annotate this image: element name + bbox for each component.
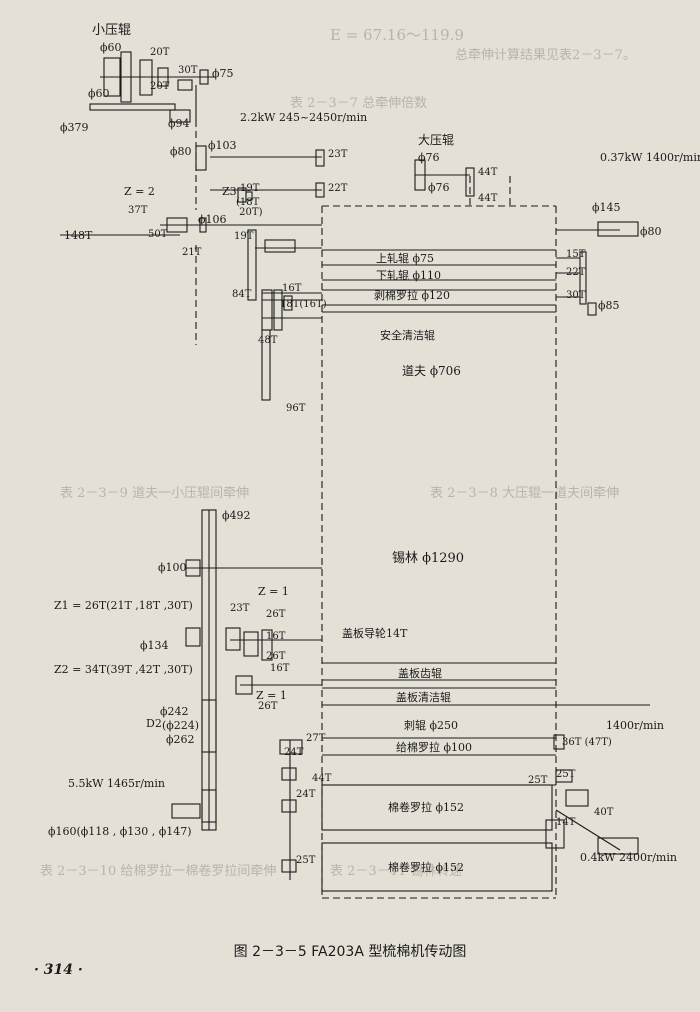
label-doffer: 道夫 ϕ706 bbox=[402, 364, 461, 378]
label-26T-a: 26T bbox=[266, 609, 286, 620]
label-phi60-top: ϕ60 bbox=[100, 41, 122, 54]
label-25T-c: 25T bbox=[296, 855, 316, 866]
label-phi76-a: ϕ76 bbox=[418, 151, 440, 164]
label-flat-guide-wheel: 盖板导轮14T bbox=[342, 627, 408, 640]
ghost-table-b: 表 2－3－9 道夫一小压辊间牵伸 bbox=[60, 486, 250, 501]
label-phi94: ϕ94 bbox=[168, 117, 190, 130]
label-upper-crush-roll: 上轧辊 ϕ75 bbox=[376, 252, 434, 265]
label-motor-0.4kw: 0.4kW 2400r/min bbox=[580, 851, 677, 864]
label-safety-cleaning-roller: 安全清洁辊 bbox=[380, 329, 435, 342]
label-z1-b: Z = 1 bbox=[256, 689, 287, 702]
label-22T: 22T bbox=[328, 183, 348, 194]
label-16T-b: 16T bbox=[266, 631, 286, 642]
label-25T-a: 25T bbox=[528, 775, 548, 786]
label-84T: 84T bbox=[232, 289, 252, 300]
label-phi492: ϕ492 bbox=[222, 509, 251, 522]
label-z1: Z = 1 bbox=[258, 585, 289, 598]
label-30T: 30T bbox=[178, 65, 198, 76]
label-phi379: ϕ379 bbox=[60, 121, 89, 134]
label-phi106: ϕ106 bbox=[198, 213, 227, 226]
label-phi103: ϕ103 bbox=[208, 139, 237, 152]
label-24T-a: 24T bbox=[284, 747, 304, 758]
label-licker-in: 刺辊 ϕ250 bbox=[404, 719, 458, 732]
label-44T-a: 44T bbox=[478, 167, 498, 178]
label-phi80-a: ϕ80 bbox=[170, 145, 192, 158]
label-phi145: ϕ145 bbox=[592, 201, 621, 214]
label-lap-roller-2: 棉卷罗拉 ϕ152 bbox=[388, 861, 464, 874]
label-cylinder: 锡林 ϕ1290 bbox=[392, 551, 465, 566]
label-z2-teeth: Z2 = 34T(39T ,42T ,30T) bbox=[54, 663, 193, 676]
label-23T-b: 23T bbox=[230, 603, 250, 614]
label-d2: D2 bbox=[146, 717, 162, 730]
label-148T: 148T bbox=[64, 229, 93, 242]
label-lap-roller-1: 棉卷罗拉 ϕ152 bbox=[388, 801, 464, 814]
ghost-table-e: 表 2－3－11 锡林转速 bbox=[330, 864, 463, 879]
label-20T-b: 20T bbox=[150, 81, 170, 92]
label-27T: 27T bbox=[306, 733, 326, 744]
label-phi134: ϕ134 bbox=[140, 639, 169, 652]
label-16T-c: 16T bbox=[270, 663, 290, 674]
label-30T-b: 30T bbox=[566, 290, 586, 301]
label-19T-b: 19T bbox=[234, 231, 254, 242]
label-phi85: ϕ85 bbox=[598, 299, 620, 312]
label-flat-gear-roller: 盖板齿辊 bbox=[398, 667, 442, 680]
label-small-press-roller: 小压辊 bbox=[92, 23, 132, 38]
label-big-press-roller: 大压辊 bbox=[418, 133, 455, 147]
label-37T: 37T bbox=[128, 205, 148, 216]
label-19T: 19T bbox=[240, 183, 260, 194]
label-20T-a: 20T bbox=[150, 47, 170, 58]
label-18T-16T: 18T(16T) bbox=[280, 299, 327, 310]
ghost-table-c: 表 2－3－8 大压辊一道夫间牵伸 bbox=[430, 486, 620, 501]
label-40T: 40T bbox=[594, 807, 614, 818]
label-14T: 14T bbox=[556, 817, 576, 828]
label-44T-c: 44T bbox=[312, 773, 332, 784]
label-18T-20T: (18T 20T) bbox=[236, 197, 263, 218]
label-phi160: ϕ160(ϕ118 , ϕ130 , ϕ147) bbox=[48, 825, 192, 838]
label-z1-teeth: Z1 = 26T(21T ,18T ,30T) bbox=[54, 599, 193, 612]
label-22T-b: 22T bbox=[566, 267, 586, 278]
label-23T: 23T bbox=[328, 149, 348, 160]
label-24T-b: 24T bbox=[296, 789, 316, 800]
label-phi80-b: ϕ80 bbox=[640, 225, 662, 238]
figure-caption: 图 2－3－5 FA203A 型梳棉机传动图 bbox=[233, 944, 467, 960]
label-motor-5.5kw: 5.5kW 1465r/min bbox=[68, 777, 165, 790]
label-motor-2.2kw: 2.2kW 245~2450r/min bbox=[240, 111, 368, 124]
label-16T-a: 16T bbox=[282, 283, 302, 294]
label-phi100-a: ϕ100 bbox=[158, 561, 187, 574]
label-phi242: ϕ242 bbox=[160, 705, 189, 718]
page-number: · 314 · bbox=[34, 962, 83, 978]
label-motor-1400: 1400r/min bbox=[606, 719, 664, 732]
ghost-formula: E = 67.16～119.9 bbox=[330, 26, 464, 44]
label-21T: 21T bbox=[182, 247, 202, 258]
label-15T: 15T bbox=[566, 249, 586, 260]
label-48T: 48T bbox=[258, 335, 278, 346]
label-flat-cleaning-roller: 盖板清洁辊 bbox=[396, 691, 451, 704]
label-phi60-b: ϕ60 bbox=[88, 87, 110, 100]
label-phi75: ϕ75 bbox=[212, 67, 234, 80]
label-26T-b: 26T bbox=[266, 651, 286, 662]
label-phi224: (ϕ224) bbox=[162, 719, 200, 732]
label-96T: 96T bbox=[286, 403, 306, 414]
label-44T-b: 44T bbox=[478, 193, 498, 204]
label-stripping-roller: 剥棉罗拉 ϕ120 bbox=[374, 289, 450, 302]
label-36T-47T: 36T (47T) bbox=[562, 737, 612, 748]
ghost-table-title: 表 2－3－7 总牵伸倍数 bbox=[290, 96, 428, 111]
label-25T-b: 25T bbox=[556, 769, 576, 780]
label-26T-c: 26T bbox=[258, 701, 278, 712]
label-z2: Z = 2 bbox=[124, 185, 155, 198]
label-z3: Z3 bbox=[222, 185, 237, 198]
label-phi76-b: ϕ76 bbox=[428, 181, 450, 194]
ghost-table-d: 表 2－3－10 给棉罗拉一棉卷罗拉间牵伸 bbox=[40, 864, 277, 879]
label-feed-roller: 给棉罗拉 ϕ100 bbox=[396, 741, 472, 754]
ghost-note: 总牵伸计算结果见表2－3－7。 bbox=[455, 48, 636, 63]
label-phi262: ϕ262 bbox=[166, 733, 195, 746]
label-lower-crush-roll: 下轧辊 ϕ110 bbox=[376, 269, 441, 282]
label-50T: 50T bbox=[148, 229, 168, 240]
label-motor-0.37kw: 0.37kW 1400r/min bbox=[600, 151, 700, 164]
